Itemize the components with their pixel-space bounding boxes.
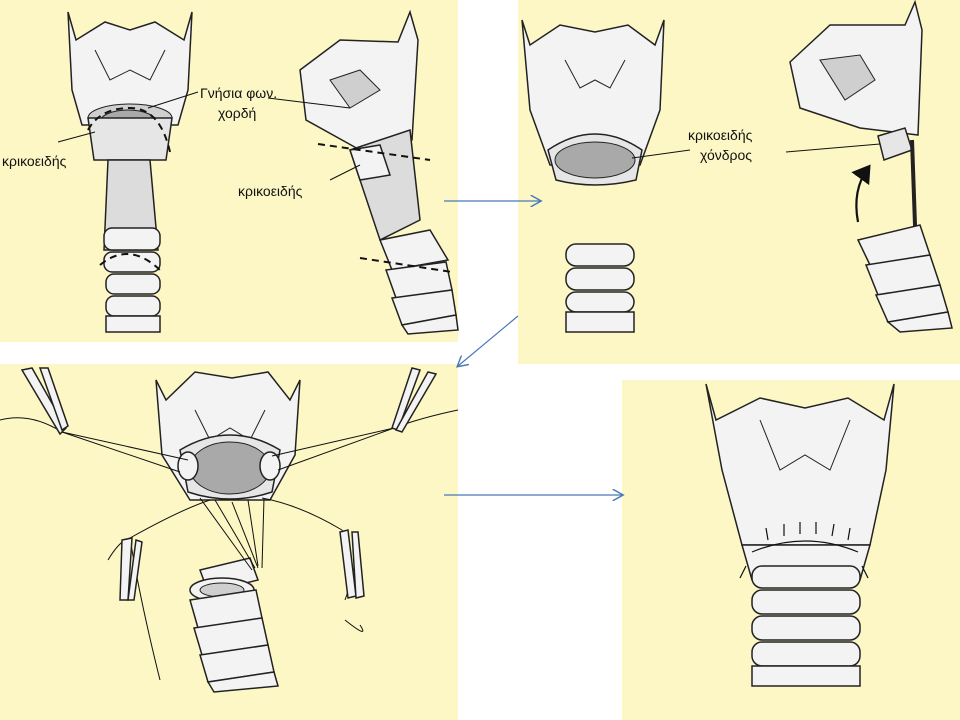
anastomosis-trachea <box>190 558 278 692</box>
front-view-larynx-trachea <box>68 12 192 332</box>
label-cricoid-cartilage-line1: κρικοειδής <box>688 127 753 143</box>
label-cricoid-mid: κρικοειδής <box>238 183 303 199</box>
label-cricoid-left: κρικοειδής <box>2 153 67 169</box>
label-true-vocal-cord-line2: χορδή <box>218 105 256 121</box>
front-view-trachea-stump <box>566 244 634 332</box>
label-true-vocal-cord-line1: Γνήσια φων. <box>200 85 277 101</box>
final-anastomosis <box>706 384 894 686</box>
arrow-to-bottom-left <box>458 316 518 366</box>
side-view-resected-larynx <box>790 2 952 332</box>
label-cricoid-cartilage-line2: χόνδρος <box>700 147 752 163</box>
anastomosis-larynx <box>156 372 300 500</box>
front-view-resected-larynx <box>522 20 664 185</box>
side-view-larynx-trachea <box>300 12 458 334</box>
